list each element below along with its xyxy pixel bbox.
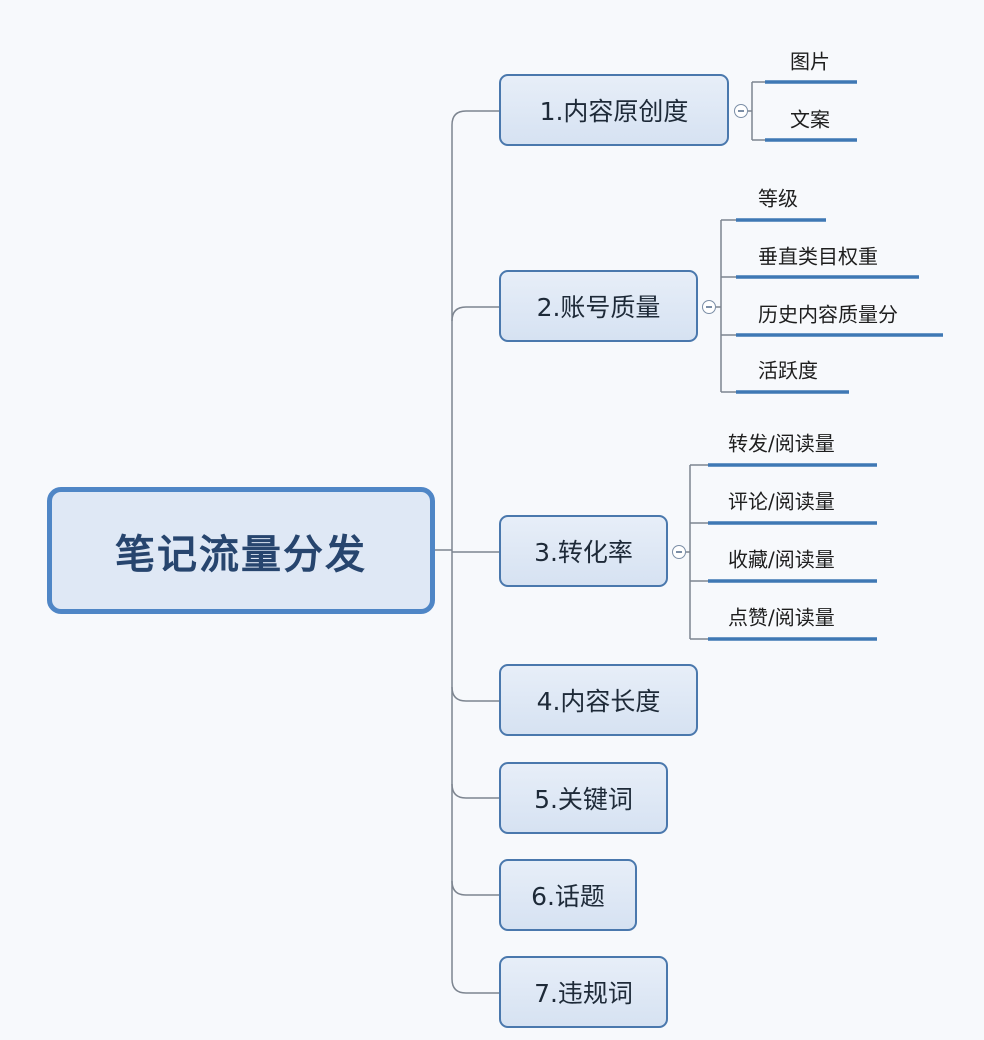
leaf-node[interactable]: 垂直类目权重 [758,244,878,269]
branch-node-originality[interactable]: 1.内容原创度 [499,74,729,146]
branch-node-account-quality[interactable]: 2.账号质量 [499,270,698,342]
leaf-node[interactable]: 评论/阅读量 [728,489,835,514]
leaf-node[interactable]: 文案 [790,107,830,132]
branch-node-keywords[interactable]: 5.关键词 [499,762,668,834]
leaf-node[interactable]: 图片 [790,49,830,74]
leaf-node[interactable]: 历史内容质量分 [758,302,898,327]
collapse-icon[interactable] [702,300,716,314]
leaf-node[interactable]: 转发/阅读量 [728,431,835,456]
root-node[interactable]: 笔记流量分发 [47,487,435,614]
collapse-icon[interactable] [734,104,748,118]
branch-node-content-length[interactable]: 4.内容长度 [499,664,698,736]
collapse-icon[interactable] [672,545,686,559]
leaf-node[interactable]: 收藏/阅读量 [728,547,835,572]
branch-node-topics[interactable]: 6.话题 [499,859,637,931]
branch-node-conversion-rate[interactable]: 3.转化率 [499,515,668,587]
leaf-node[interactable]: 等级 [758,186,798,211]
leaf-node[interactable]: 点赞/阅读量 [728,605,835,630]
leaf-underlines [708,80,943,641]
branch-node-banned-words[interactable]: 7.违规词 [499,956,668,1028]
leaf-node[interactable]: 活跃度 [758,358,818,383]
